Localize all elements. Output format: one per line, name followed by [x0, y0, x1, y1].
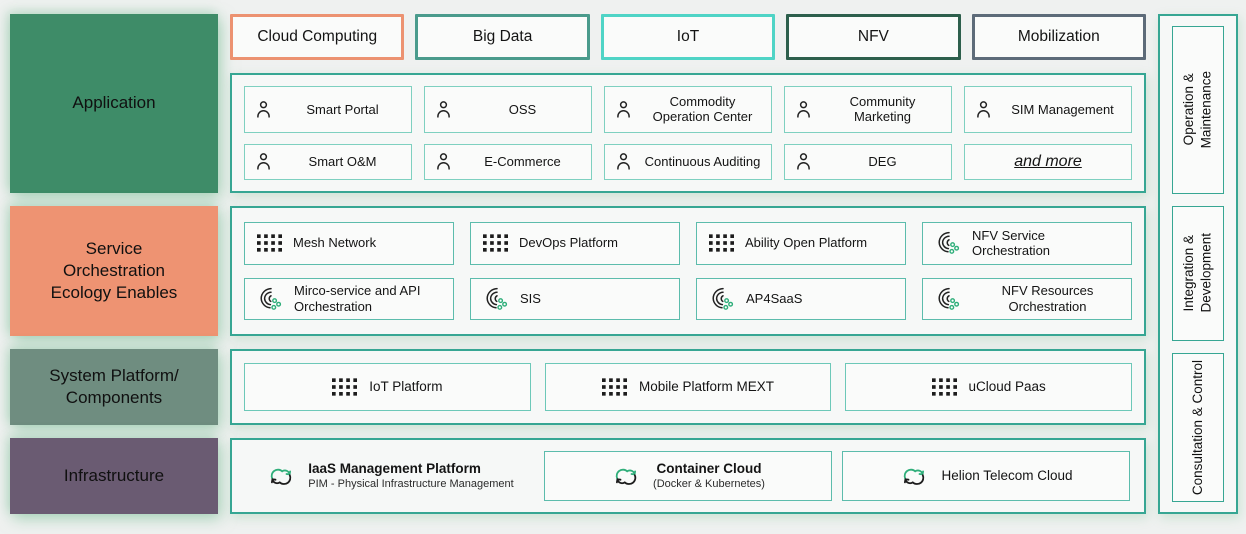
- item-label: Ability Open Platform: [745, 235, 868, 251]
- app-item-deg: DEG: [784, 143, 952, 180]
- item-label: Smart Portal: [306, 101, 379, 117]
- side-panel-integration-development: Integration & Development: [1172, 205, 1224, 341]
- item-label: NFV Resources Orchestration: [1001, 283, 1094, 314]
- app-item-smart-portal: Smart Portal: [244, 86, 412, 133]
- item-label: Mirco-service and API Orchestration: [294, 283, 421, 314]
- side-panel-operation-maintenance: Operation & Maintenance: [1172, 26, 1224, 194]
- app-item-oss: OSS: [424, 86, 592, 133]
- infra-item-helion-telecom-cloud: Helion Telecom Cloud: [842, 451, 1130, 501]
- layer-label-infrastructure: Infrastructure: [10, 438, 218, 514]
- side-panel-consultation-control: Consultation & Control: [1172, 352, 1224, 502]
- tab-iot: IoT: [600, 14, 776, 60]
- item-label: Smart O&M: [308, 154, 377, 169]
- item-label: SIS: [520, 290, 541, 306]
- item-label: Continuous Auditing: [644, 154, 761, 169]
- item-label: E-Commerce: [484, 154, 561, 169]
- person-icon: [613, 151, 634, 172]
- app-item-commodity-operation-center: Commodity Operation Center: [604, 86, 772, 133]
- svc-item-nfv-service-orchestration: NFV Service Orchestration: [922, 222, 1132, 265]
- svc-item-ap4saas: AP4SaaS: [696, 277, 906, 320]
- side-panel-label: Integration & Development: [1181, 233, 1214, 313]
- grid-icon: [257, 234, 282, 252]
- item-label: OSS: [508, 101, 537, 117]
- app-item-and-more: and more: [964, 143, 1132, 180]
- tab-mobilization: Mobilization: [971, 14, 1146, 60]
- item-label: IoT Platform: [369, 378, 443, 394]
- orchestration-icon: [709, 286, 735, 312]
- person-icon: [253, 151, 274, 172]
- app-item-smart-oandm: Smart O&M: [244, 143, 412, 180]
- side-panel-column: Operation & Maintenance Integration & De…: [1158, 14, 1238, 514]
- service-orchestration-container: Mesh Network DevOps Platform Ability Ope…: [230, 206, 1146, 336]
- infra-item-iaas-management-platform: IaaS Management Platform PIM - Physical …: [246, 451, 534, 501]
- item-sublabel: PIM - Physical Infrastructure Management: [308, 477, 514, 490]
- person-icon: [793, 99, 814, 120]
- grid-icon: [709, 234, 734, 252]
- grid-icon: [601, 378, 627, 396]
- tab-nfv: NFV: [786, 14, 961, 60]
- orchestration-icon: [257, 286, 283, 312]
- item-label: Community Marketing: [849, 93, 916, 125]
- person-icon: [793, 151, 814, 172]
- person-icon: [433, 151, 454, 172]
- item-label: NFV Service Orchestration: [972, 227, 1051, 259]
- svc-item-mesh-network: Mesh Network: [244, 222, 454, 265]
- item-label: Commodity Operation Center: [652, 93, 753, 125]
- grid-icon: [332, 378, 358, 396]
- orchestration-icon: [483, 286, 509, 312]
- svc-item-sis: SIS: [470, 277, 680, 320]
- infrastructure-container: IaaS Management Platform PIM - Physical …: [230, 438, 1146, 514]
- layer-label-service-orchestration: Service Orchestration Ecology Enables: [10, 206, 218, 336]
- svc-item-nfv-resources-orchestration: NFV Resources Orchestration: [922, 277, 1132, 320]
- item-label: IaaS Management Platform: [308, 460, 481, 476]
- item-label: SIM Management: [1011, 101, 1114, 117]
- application-container: Smart Portal OSS Commodity Operation Cen…: [230, 73, 1146, 193]
- item-sublabel: (Docker & Kubernetes): [653, 477, 765, 490]
- infra-item-container-cloud: Container Cloud (Docker & Kubernetes): [544, 451, 832, 501]
- tab-big-data: Big Data: [415, 14, 590, 60]
- app-item-community-marketing: Community Marketing: [784, 86, 952, 133]
- item-label: AP4SaaS: [746, 290, 803, 306]
- svc-item-micro-service-api-orchestration: Mirco-service and API Orchestration: [244, 277, 454, 320]
- app-item-continuous-auditing: Continuous Auditing: [604, 143, 772, 180]
- orchestration-icon: [935, 230, 961, 256]
- sys-item-iot-platform: IoT Platform: [244, 363, 531, 411]
- cloud-sync-icon: [266, 465, 296, 488]
- person-icon: [973, 99, 994, 120]
- sys-item-mobile-platform-mext: Mobile Platform MEXT: [544, 363, 832, 411]
- grid-icon: [931, 378, 957, 396]
- item-label: DEG: [868, 154, 897, 169]
- person-icon: [253, 99, 274, 120]
- item-label: DevOps Platform: [519, 235, 618, 251]
- orchestration-icon: [935, 286, 961, 312]
- svc-item-devops-platform: DevOps Platform: [470, 222, 680, 265]
- tab-cloud-computing: Cloud Computing: [230, 14, 405, 60]
- item-label: Helion Telecom Cloud: [941, 467, 1073, 483]
- svc-item-ability-open-platform: Ability Open Platform: [696, 222, 906, 265]
- person-icon: [613, 99, 634, 120]
- app-item-sim-management: SIM Management: [964, 86, 1132, 133]
- grid-icon: [483, 234, 508, 252]
- cloud-sync-icon: [899, 465, 929, 488]
- layer-label-application: Application: [10, 14, 218, 193]
- app-item-e-commerce: E-Commerce: [424, 143, 592, 180]
- person-icon: [433, 99, 454, 120]
- item-label: Mesh Network: [293, 235, 377, 251]
- system-platform-container: IoT Platform Mobile Platform MEXT uCloud…: [230, 349, 1146, 425]
- sys-item-ucloud-paas: uCloud Paas: [845, 363, 1132, 411]
- item-label: uCloud Paas: [968, 378, 1046, 394]
- cloud-sync-icon: [611, 465, 641, 488]
- item-label: Container Cloud: [656, 460, 762, 476]
- domain-tabs: Cloud Computing Big Data IoT NFV Mobiliz…: [230, 14, 1146, 60]
- side-panel-label: Operation & Maintenance: [1181, 71, 1214, 149]
- item-label: Mobile Platform MEXT: [638, 378, 775, 394]
- layer-label-system-platform: System Platform/ Components: [10, 349, 218, 425]
- side-panel-label: Consultation & Control: [1190, 359, 1206, 495]
- item-label: and more: [1014, 153, 1082, 171]
